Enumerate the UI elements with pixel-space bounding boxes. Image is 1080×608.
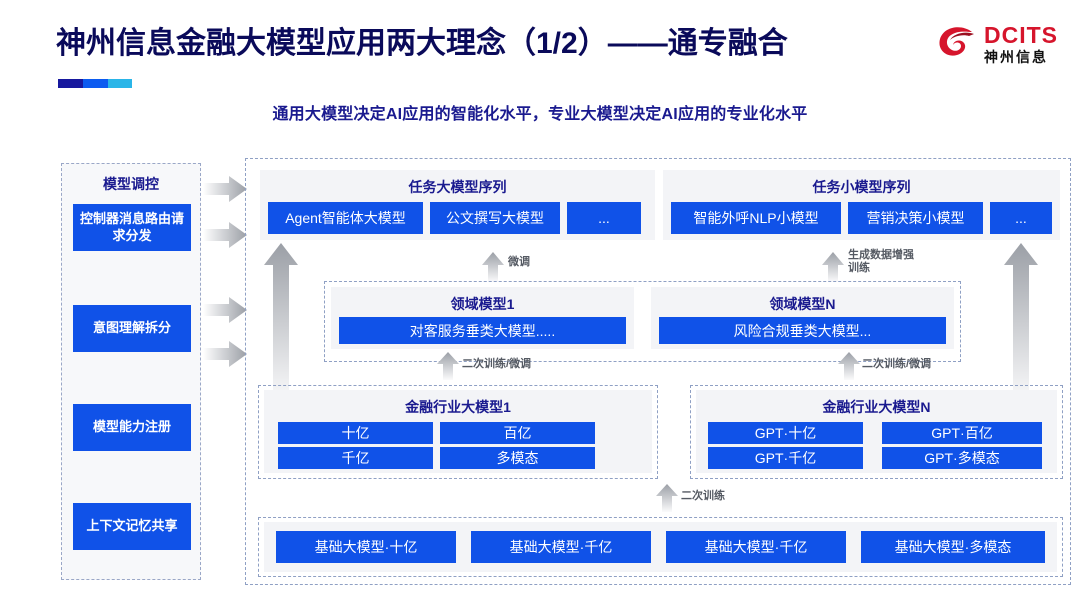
domain-model-1-title: 领域模型1 [450, 296, 515, 312]
sidebar-item-capability-registry[interactable]: 模型能力注册 [73, 404, 191, 451]
chip-customer-service-vertical-model[interactable]: 对客服务垂类大模型..... [339, 317, 626, 344]
chip-finN-gpt-multimodal[interactable]: GPT·多模态 [882, 447, 1042, 469]
flow-arrow-up-left-long [264, 243, 298, 403]
industry-model-1-title: 金融行业大模型1 [405, 399, 511, 415]
connector-arrow-right-1 [203, 176, 247, 202]
chip-fin1-billion[interactable]: 十亿 [278, 422, 433, 444]
industry-model-n-dashed-group [690, 385, 1063, 479]
architecture-diagram-frame [245, 158, 1071, 585]
chip-more-small-models[interactable]: ... [990, 202, 1052, 234]
task-large-model-sequence-card: 任务大模型序列 Agent智能体大模型 公文撰写大模型 ... [260, 170, 655, 240]
task-small-model-sequence-title: 任务小模型序列 [812, 179, 911, 195]
flow-arrow-up-data-augmentation [822, 252, 844, 282]
chip-finN-gpt-hundred-billion[interactable]: GPT·千亿 [708, 447, 863, 469]
domain-model-1-card: 领域模型1 对客服务垂类大模型..... [331, 287, 634, 349]
task-small-model-sequence-card: 任务小模型序列 智能外呼NLP小模型 营销决策小模型 ... [663, 170, 1060, 240]
flow-arrow-up-right-long [1004, 243, 1038, 403]
domain-model-n-card: 领域模型N 风险合规垂类大模型... [651, 287, 954, 349]
chip-finN-gpt-ten-billion[interactable]: GPT·百亿 [882, 422, 1042, 444]
dcits-swirl-icon [939, 27, 974, 56]
arrow-label-retrain-tune-right: 二次训练/微调 [862, 358, 932, 370]
chip-base-hundred-billion-1[interactable]: 基础大模型·千亿 [471, 531, 651, 563]
sidebar-item-intent-parsing[interactable]: 意图理解拆分 [73, 305, 191, 352]
chip-fin1-hundred-billion[interactable]: 千亿 [278, 447, 433, 469]
logo-text-en: DCITS [984, 22, 1058, 48]
flow-arrow-up-retrain [656, 484, 678, 512]
chip-finN-gpt-billion[interactable]: GPT·十亿 [708, 422, 863, 444]
industry-model-1-card: 金融行业大模型1 十亿 百亿 千亿 多模态 [264, 390, 652, 473]
chip-fin1-ten-billion[interactable]: 百亿 [440, 422, 595, 444]
chip-outbound-nlp-small-model[interactable]: 智能外呼NLP小模型 [671, 202, 841, 234]
model-control-title: 模型调控 [103, 176, 159, 192]
logo-wordmark: DCITS 神州信息 [984, 22, 1058, 65]
base-models-card: 基础大模型·十亿 基础大模型·千亿 基础大模型·千亿 基础大模型·多模态 [264, 522, 1057, 572]
logo-text-cn: 神州信息 [984, 49, 1048, 65]
chip-marketing-decision-small-model[interactable]: 营销决策小模型 [848, 202, 983, 234]
arrow-label-retrain: 二次训练 [681, 490, 725, 502]
base-models-dashed-group [258, 517, 1063, 577]
dcits-logo: DCITS 神州信息 [936, 14, 1066, 74]
chip-more-large-models[interactable]: ... [567, 202, 641, 234]
chip-base-multimodal[interactable]: 基础大模型·多模态 [861, 531, 1045, 563]
model-control-panel: 模型调控 控制器消息路由请求分发 意图理解拆分 模型能力注册 上下文记忆共享 [61, 163, 201, 580]
sidebar-item-context-memory[interactable]: 上下文记忆共享 [73, 503, 191, 550]
page-subtitle: 通用大模型决定AI应用的智能化水平，专业大模型决定AI应用的专业化水平 [272, 106, 808, 123]
chip-fin1-multimodal[interactable]: 多模态 [440, 447, 595, 469]
arrow-label-fine-tune: 微调 [508, 256, 530, 268]
rule-segment-3 [108, 79, 132, 88]
title-underline-decoration [58, 79, 132, 88]
arrow-label-data-augmentation: 生成数据增强 训练 [848, 249, 914, 274]
task-large-model-sequence-title: 任务大模型序列 [408, 179, 507, 195]
chip-base-hundred-billion-2[interactable]: 基础大模型·千亿 [666, 531, 846, 563]
domain-model-n-title: 领域模型N [769, 296, 836, 312]
connector-arrow-right-4 [203, 341, 247, 367]
flow-arrow-up-retrain-tune-right [838, 352, 860, 380]
connector-arrow-right-2 [203, 222, 247, 248]
chip-base-billion[interactable]: 基础大模型·十亿 [276, 531, 456, 563]
rule-segment-1 [58, 79, 83, 88]
flow-arrow-up-retrain-tune-left [437, 352, 459, 380]
industry-model-n-card: 金融行业大模型N GPT·十亿 GPT·百亿 GPT·千亿 GPT·多模态 [696, 390, 1057, 473]
sidebar-item-controller-routing[interactable]: 控制器消息路由请求分发 [73, 204, 191, 251]
page-title: 神州信息金融大模型应用两大理念（1/2）——通专融合 [56, 27, 788, 60]
industry-model-n-title: 金融行业大模型N [822, 399, 931, 415]
connector-arrow-right-3 [203, 297, 247, 323]
domain-models-dashed-group [324, 281, 961, 362]
industry-model-1-dashed-group [258, 385, 658, 479]
chip-agent-large-model[interactable]: Agent智能体大模型 [268, 202, 423, 234]
arrow-label-retrain-tune-left: 二次训练/微调 [462, 358, 532, 370]
chip-risk-compliance-vertical-model[interactable]: 风险合规垂类大模型... [659, 317, 946, 344]
rule-segment-2 [83, 79, 108, 88]
flow-arrow-up-fine-tune [482, 252, 504, 282]
chip-document-writing-model[interactable]: 公文撰写大模型 [430, 202, 560, 234]
